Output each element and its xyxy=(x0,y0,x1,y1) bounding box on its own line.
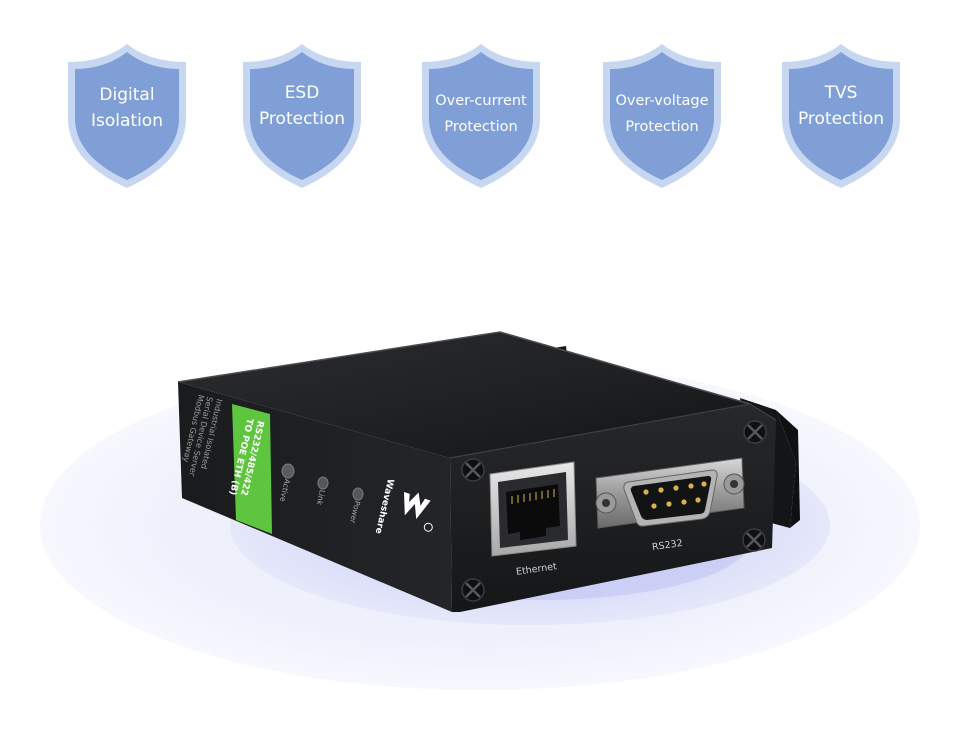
badge-tvs-protection: TVS Protection xyxy=(776,42,906,190)
badge-line1: TVS xyxy=(824,83,858,103)
shield-icon xyxy=(603,44,721,188)
shield-icon xyxy=(243,44,361,188)
badge-over-current-protection: Over-current Protection xyxy=(416,42,546,190)
badge-digital-isolation: Digital Isolation xyxy=(62,42,192,190)
badge-over-voltage-protection: Over-voltage Protection xyxy=(597,42,727,190)
badge-line1: ESD xyxy=(284,83,320,103)
badge-line2: Protection xyxy=(258,109,345,129)
shield-icon xyxy=(68,44,186,188)
rs232-db9-port-icon xyxy=(595,457,745,529)
badge-line1: Digital xyxy=(99,85,155,105)
waveshare-logo-icon xyxy=(404,492,433,532)
feature-badges: Digital Isolation ESD Protection Over-cu… xyxy=(0,0,960,200)
badge-line1: Over-voltage xyxy=(615,93,709,109)
badge-line2: Protection xyxy=(797,109,884,129)
badge-line1: Over-current xyxy=(435,93,527,109)
shield-icon xyxy=(782,44,900,188)
badge-esd-protection: ESD Protection xyxy=(237,42,367,190)
shield-icon xyxy=(422,44,540,188)
ethernet-port-icon xyxy=(489,461,577,557)
screw-icon xyxy=(461,458,485,482)
badge-line2: Protection xyxy=(444,119,518,135)
screw-icon xyxy=(461,578,485,602)
badge-line2: Isolation xyxy=(91,111,163,131)
screw-icon xyxy=(743,420,767,444)
badge-line2: Protection xyxy=(625,119,699,135)
screw-icon xyxy=(742,528,766,552)
